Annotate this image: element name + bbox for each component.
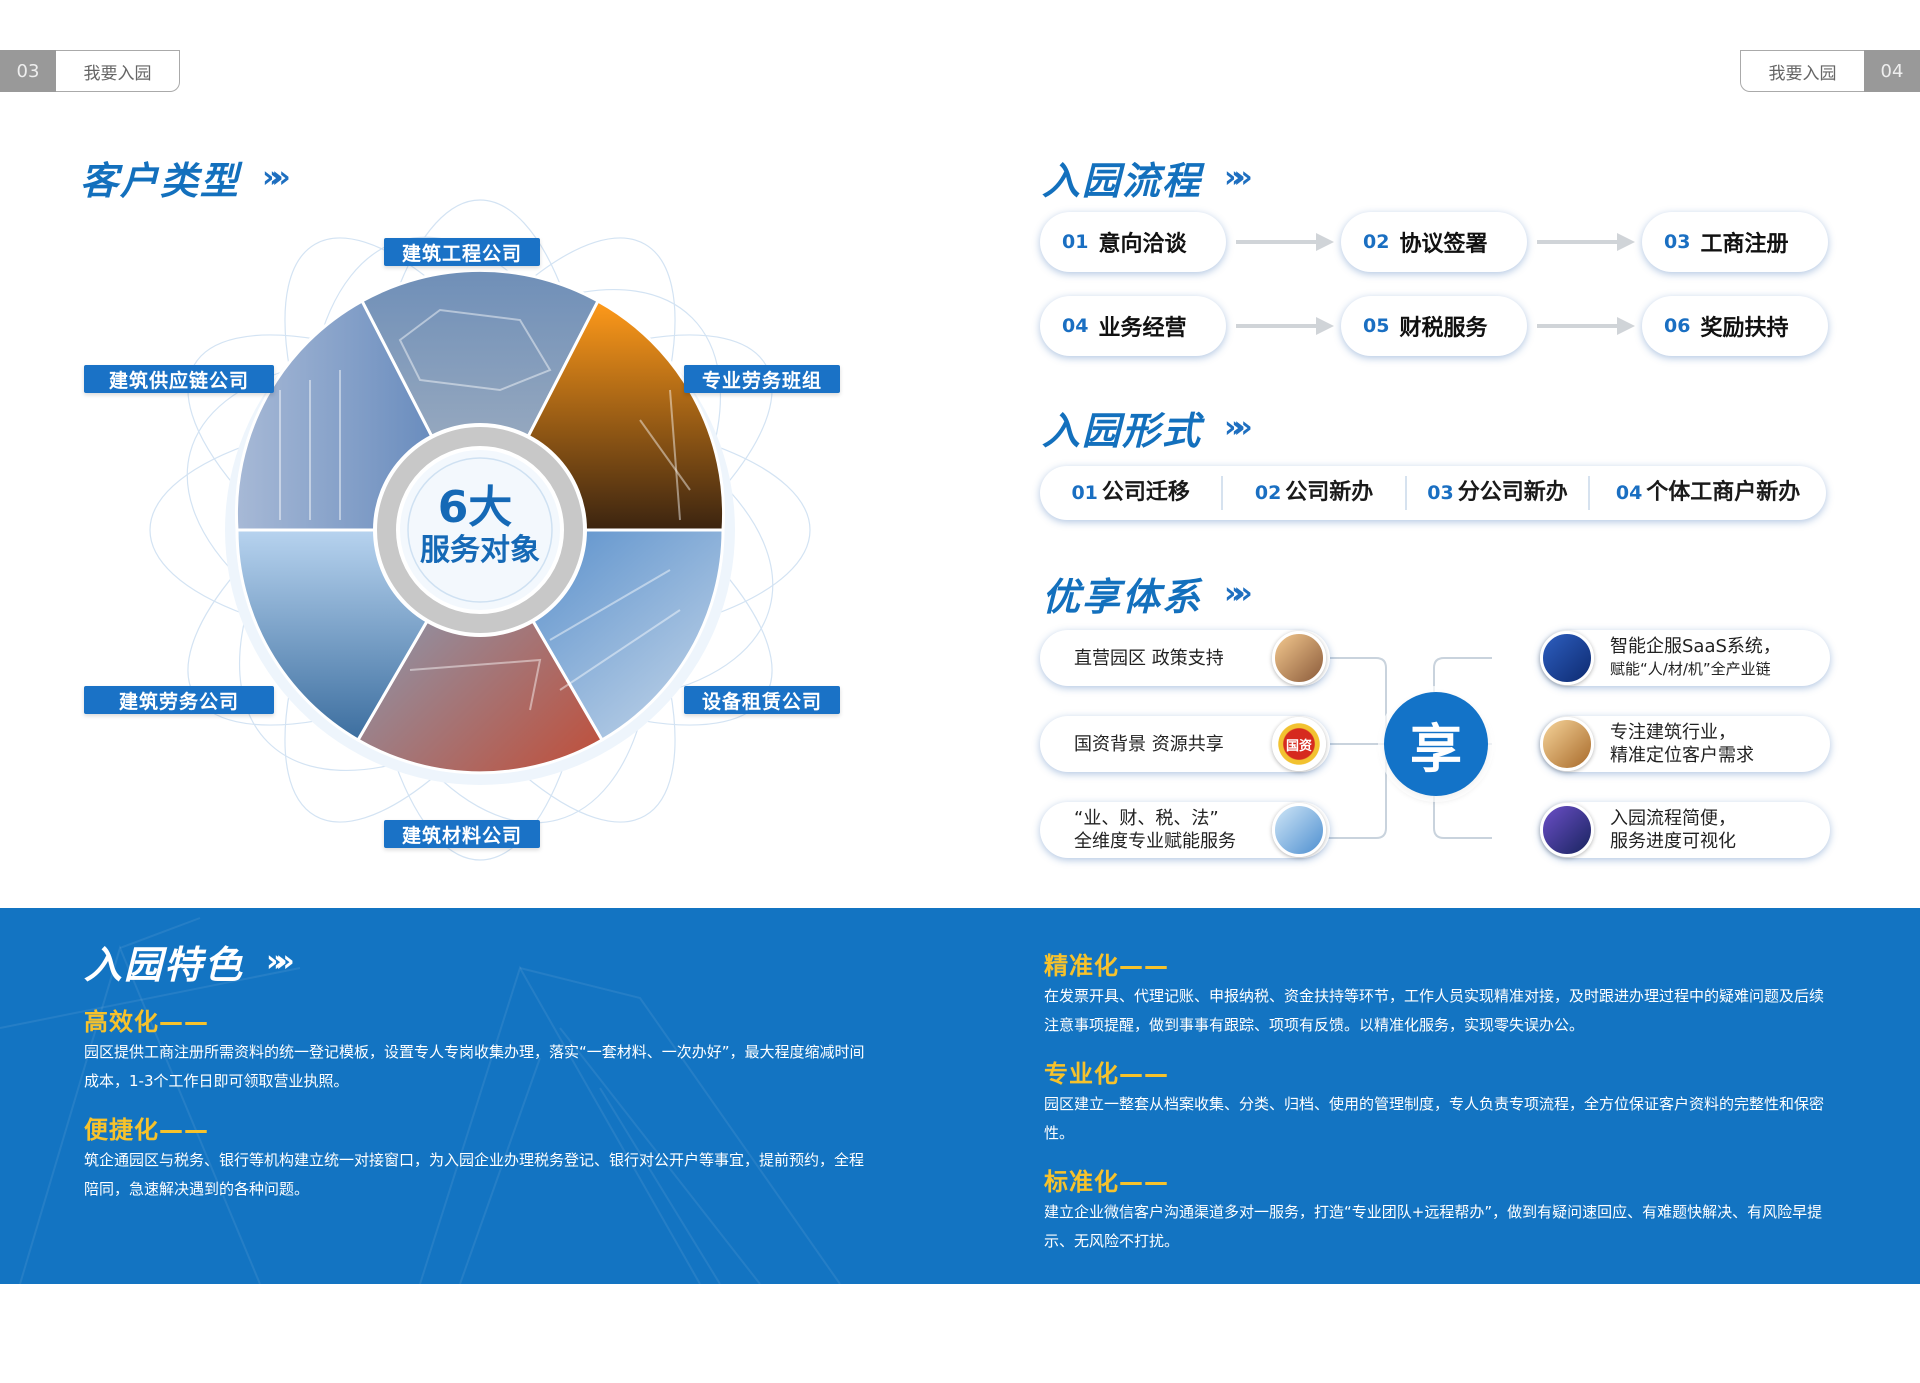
benefits-title: 优享体系 »» [1042, 566, 1253, 621]
process-step-6: 06 奖励扶持 [1642, 296, 1828, 356]
city-sunset-icon [1272, 631, 1326, 685]
touch-screen-icon [1540, 803, 1594, 857]
arrow-right-icon [1236, 233, 1334, 251]
center-title-line2: 服务对象 [420, 533, 540, 568]
label-building-materials: 建筑材料公司 [384, 820, 540, 848]
chevron-right-icon: »» [266, 944, 295, 979]
form-label: 公司新办 [1285, 480, 1374, 505]
label-construction-engineering: 建筑工程公司 [384, 238, 540, 266]
feature-text-standardization: 建立企业微信客户沟通渠道多对一服务，打造“专业团队+远程帮办”，做到有疑问速回应… [1044, 1203, 1823, 1250]
step-label: 意向洽谈 [1098, 232, 1187, 257]
benefit-text: 全维度专业赋能服务 [1074, 831, 1236, 852]
center-title-line1: 6大 [438, 482, 513, 533]
form-number: 01 [1071, 482, 1098, 504]
benefit-text: 服务进度可视化 [1610, 831, 1736, 852]
building-lines-background [0, 917, 841, 1284]
form-label: 公司迁移 [1101, 480, 1190, 505]
page-tab-right: 我要入园 04 [1740, 50, 1920, 92]
process-title: 入园流程 »» [1042, 150, 1253, 205]
page-number: 04 [1864, 50, 1920, 92]
step-label: 业务经营 [1098, 316, 1187, 341]
form-number: 02 [1254, 482, 1282, 504]
process-step-3: 03 工商注册 [1642, 212, 1828, 272]
customer-types-diagram: 6大 服务对象 建筑工程公司 建筑供应链公司 专业劳务班组 建筑劳务公司 设备租… [80, 190, 880, 870]
process-step-4: 04 业务经营 [1040, 296, 1226, 356]
photo-construction-site [360, 269, 600, 534]
features-title: 入园特色 »» [84, 934, 295, 989]
cloud-saas-icon [1540, 631, 1594, 685]
step-label: 协议签署 [1399, 232, 1488, 257]
page-section-label: 我要入园 [1740, 50, 1864, 92]
chevron-right-icon: »» [1224, 410, 1253, 445]
step-number: 02 [1363, 231, 1390, 253]
benefit-text: 精准定位客户需求 [1610, 745, 1754, 766]
arrow-right-icon [1537, 233, 1635, 251]
step-label: 财税服务 [1399, 316, 1488, 341]
construction-crane-icon [1540, 717, 1594, 771]
arrow-right-icon [1537, 317, 1635, 335]
benefit-text: 赋能“人/材/机”全产业链 [1610, 660, 1771, 678]
feature-text-convenience: 筑企通园区与税务、银行等机构建立统一对接窗口，为入园企业办理税务登记、银行对公开… [84, 1151, 865, 1198]
label-supply-chain: 建筑供应链公司 [84, 365, 274, 393]
step-label: 工商注册 [1700, 232, 1789, 257]
benefit-text: 入园流程简便， [1610, 808, 1736, 829]
enjoy-center-badge: 享 [1384, 692, 1488, 796]
process-step-5: 05 财税服务 [1341, 296, 1527, 356]
label-labor-company: 建筑劳务公司 [84, 686, 274, 714]
feature-text-professional: 园区建立一整套从档案收集、分类、归档、使用的管理制度，专人负责专项流程，全方位保… [1044, 1095, 1825, 1142]
form-label: 个体工商户新办 [1646, 480, 1801, 505]
process-step-1: 01 意向洽谈 [1040, 212, 1226, 272]
step-number: 06 [1664, 315, 1691, 337]
state-owned-badge-icon: 国资 [1272, 717, 1326, 771]
feature-heading-precision: 精准化—— [1044, 952, 1169, 980]
label-equipment-rental: 设备租赁公司 [684, 686, 840, 714]
section-title-text: 客户类型 [80, 159, 241, 203]
process-step-2: 02 协议签署 [1341, 212, 1527, 272]
form-number: 03 [1427, 482, 1454, 504]
section-title-text: 入园特色 [84, 943, 245, 987]
step-number: 01 [1062, 231, 1089, 253]
page-number: 03 [0, 50, 56, 92]
section-title-text: 优享体系 [1042, 575, 1203, 619]
feature-heading-standardization: 标准化—— [1044, 1168, 1169, 1196]
feature-heading-efficiency: 高效化—— [84, 1008, 209, 1036]
step-number: 03 [1664, 231, 1691, 253]
benefit-text: 智能企服SaaS系统， [1610, 636, 1781, 657]
features-band: 入园特色 »» 高效化—— 园区提供工商注册所需资料的统一登记模板，设置专人专岗… [0, 908, 1920, 1284]
feature-heading-professional: 专业化—— [1044, 1060, 1169, 1088]
benefit-text: 专注建筑行业， [1610, 722, 1736, 743]
state-owned-badge-text: 国资 [1285, 738, 1312, 754]
step-number: 05 [1363, 315, 1390, 337]
form-number: 04 [1615, 482, 1643, 504]
section-title-text: 入园形式 [1042, 409, 1203, 453]
forms-title: 入园形式 »» [1042, 400, 1253, 455]
label-labor-team: 专业劳务班组 [684, 365, 840, 393]
page-tab-left: 03 我要入园 [0, 50, 180, 92]
page-section-label: 我要入园 [56, 50, 180, 92]
form-label: 分公司新办 [1457, 480, 1568, 505]
arrow-right-icon [1236, 317, 1334, 335]
customer-wheel: 6大 服务对象 [149, 199, 811, 861]
handshake-icon [1272, 803, 1326, 857]
photo-materials [355, 527, 605, 775]
feature-text-precision: 在发票开具、代理记账、申报纳税、资金扶持等环节，工作人员实现精准对接，及时跟进办… [1044, 987, 1825, 1034]
benefit-text: 国资背景 资源共享 [1074, 733, 1224, 755]
chevron-right-icon: »» [1224, 160, 1253, 195]
feature-text-efficiency: 园区提供工商注册所需资料的统一登记模板，设置专人专岗收集办理，落实“一套材料、一… [84, 1043, 865, 1090]
benefit-text: “业、财、税、法” [1074, 808, 1219, 829]
chevron-right-icon: »» [1224, 576, 1253, 611]
feature-heading-convenience: 便捷化—— [84, 1116, 209, 1144]
benefit-text: 直营园区 政策支持 [1074, 647, 1224, 669]
step-number: 04 [1062, 315, 1089, 337]
step-label: 奖励扶持 [1700, 316, 1789, 341]
section-title-text: 入园流程 [1042, 159, 1203, 203]
